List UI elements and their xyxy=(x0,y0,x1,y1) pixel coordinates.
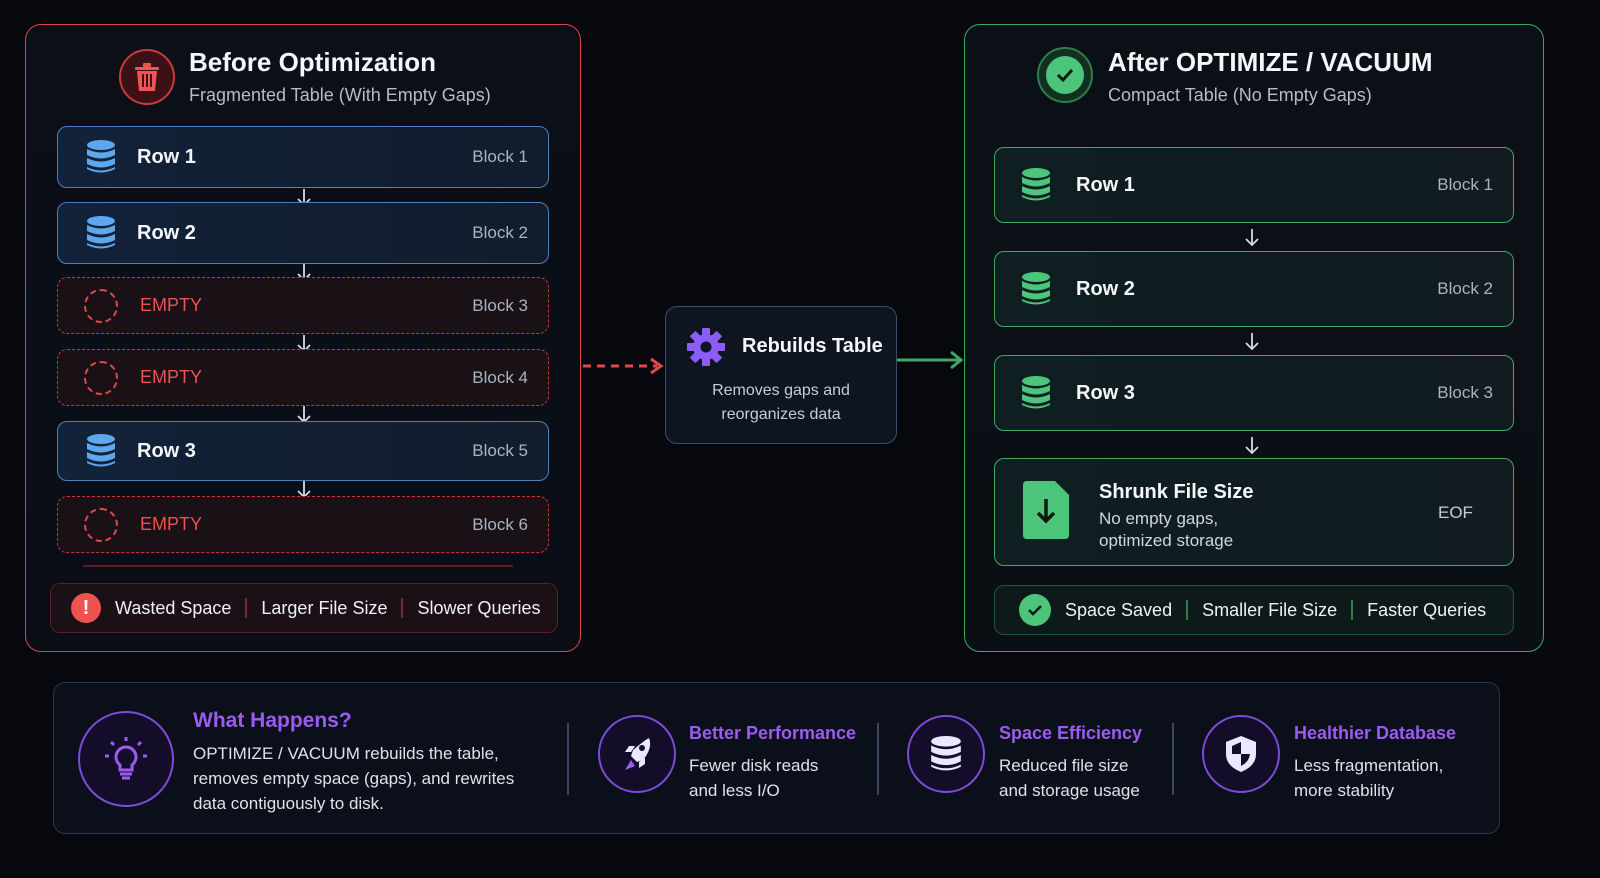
after-row-2: Row 2 Block 2 xyxy=(994,251,1514,327)
check-icon xyxy=(1019,594,1051,626)
divider xyxy=(877,723,879,795)
database-icon xyxy=(86,216,116,250)
alert-icon: ! xyxy=(71,593,101,623)
after-stats: Space Saved Smaller File Size Faster Que… xyxy=(994,585,1514,635)
after-title: After OPTIMIZE / VACUUM xyxy=(1108,47,1433,77)
before-row-1: Row 1 Block 1 xyxy=(57,126,549,188)
before-title: Before Optimization xyxy=(189,47,437,77)
divider xyxy=(83,565,513,567)
arrow-down-icon xyxy=(1245,329,1259,355)
before-subtitle: Fragmented Table (With Empty Gaps) xyxy=(189,85,491,105)
divider xyxy=(567,723,569,795)
database-icon xyxy=(1021,272,1051,306)
check-circle-icon xyxy=(1037,47,1093,103)
arrow-down-icon xyxy=(1245,433,1259,459)
after-panel: After OPTIMIZE / VACUUM Compact Table (N… xyxy=(964,24,1544,652)
lightbulb-icon xyxy=(78,711,174,807)
database-icon xyxy=(1021,376,1051,410)
before-row-2: Row 2 Block 2 xyxy=(57,202,549,264)
empty-slot-icon xyxy=(84,507,118,542)
benefit-title: Healthier Database xyxy=(1294,723,1457,743)
after-eof-block: Shrunk File Size No empty gaps, optimize… xyxy=(994,458,1514,566)
before-panel: Before Optimization Fragmented Table (Wi… xyxy=(25,24,581,652)
what-happens-title: What Happens? xyxy=(193,709,352,732)
benefit-text: Less fragmentation, more stability xyxy=(1294,756,1444,800)
empty-slot-icon xyxy=(84,360,118,395)
shield-icon xyxy=(1202,715,1280,793)
benefit-text: Reduced file size and storage usage xyxy=(999,756,1140,800)
process-description: Removes gaps and reorganizes data xyxy=(712,382,850,423)
solid-arrow-icon xyxy=(897,350,964,370)
after-row-3: Row 3 Block 3 xyxy=(994,355,1514,431)
benefit-title: Space Efficiency xyxy=(999,723,1143,743)
before-empty-block-3: EMPTY Block 3 xyxy=(57,277,549,334)
after-subtitle: Compact Table (No Empty Gaps) xyxy=(1108,85,1372,105)
file-download-icon xyxy=(1023,481,1069,544)
what-happens-text: OPTIMIZE / VACUUM rebuilds the table, re… xyxy=(193,744,515,813)
before-row-3: Row 3 Block 5 xyxy=(57,421,549,481)
rebuild-process-box: Rebuilds Table Removes gaps and reorgani… xyxy=(665,306,897,444)
database-icon xyxy=(86,140,116,174)
rocket-icon xyxy=(598,715,676,793)
database-icon xyxy=(1021,168,1051,202)
gear-icon xyxy=(686,327,726,372)
divider xyxy=(1172,723,1174,795)
database-icon xyxy=(86,434,116,468)
before-empty-block-4: EMPTY Block 4 xyxy=(57,349,549,406)
empty-slot-icon xyxy=(84,288,118,323)
database-icon xyxy=(907,715,985,793)
summary-panel: What Happens? OPTIMIZE / VACUUM rebuilds… xyxy=(53,682,1500,834)
before-empty-block-6: EMPTY Block 6 xyxy=(57,496,549,553)
arrow-down-icon xyxy=(1245,225,1259,251)
process-title: Rebuilds Table xyxy=(742,335,883,357)
after-row-1: Row 1 Block 1 xyxy=(994,147,1514,223)
benefit-text: Fewer disk reads and less I/O xyxy=(689,756,819,800)
dashed-arrow-icon xyxy=(583,357,664,375)
before-stats: ! Wasted Space Larger File Size Slower Q… xyxy=(50,583,558,633)
benefit-title: Better Performance xyxy=(689,723,857,743)
trash-icon xyxy=(119,49,175,105)
